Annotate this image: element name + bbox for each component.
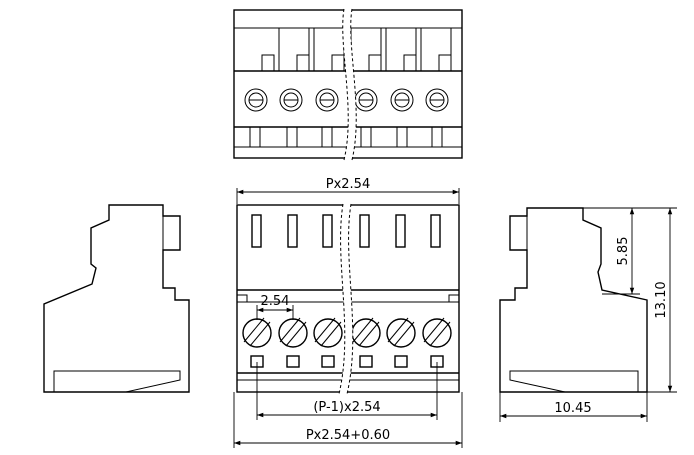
front-screw [278,317,308,348]
dimension-pin-span: (P-1)x2.54 [256,362,438,420]
top-screw [244,88,268,112]
top-screw [425,88,449,112]
front-screw [242,317,272,348]
front-screw [386,317,416,348]
label-upper-height: 5.85 [616,237,631,266]
label-overall-width: Px2.54+0.60 [306,428,390,443]
top-screw [315,88,339,112]
label-pitch: 2.54 [261,294,290,309]
dimension-total-height: 13.10 [640,207,677,393]
dimension-overall-width: Px2.54+0.60 [233,392,463,448]
label-depth: 10.45 [554,401,591,416]
right-side-view [499,207,648,393]
label-pitch-total: Px2.54 [326,177,370,192]
dimension-depth: 10.45 [499,392,648,422]
top-screw [390,88,414,112]
front-screw [313,317,343,348]
label-pin-span: (P-1)x2.54 [313,400,380,415]
top-screw [279,88,303,112]
dimension-px254: Px2.54 [236,177,460,204]
left-side-view [43,204,190,393]
label-total-height: 13.10 [654,281,669,318]
front-screw [422,317,452,348]
front-view [236,203,460,395]
dimension-upper-height: 5.85 [583,207,640,295]
front-screw [351,317,381,348]
top-view [233,8,463,161]
dimension-pitch: 2.54 [256,294,294,320]
top-screw [354,88,378,112]
